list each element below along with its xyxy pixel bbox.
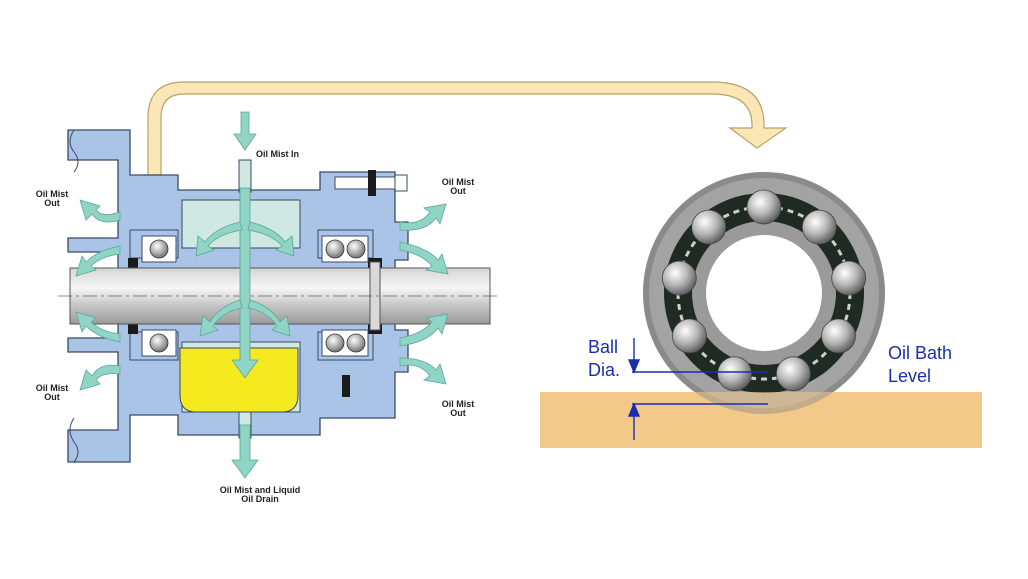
bearing-ball xyxy=(672,318,707,354)
bearing-ball xyxy=(776,356,811,392)
oil-mist-in-label: Oil Mist In xyxy=(256,149,300,159)
oil-mist-out-bottom-right-label: Oil Mist Out xyxy=(441,399,475,419)
ball-dia-label: Ball Dia. xyxy=(588,337,621,381)
bearing-ball xyxy=(831,260,867,296)
ball-bearing xyxy=(643,172,885,414)
bearing-ball xyxy=(691,209,727,245)
oil-mist-out-top-right-label: Oil Mist Out xyxy=(441,177,475,197)
transfer-arrow xyxy=(147,81,788,176)
oil-mist-out-top-left-label: Oil Mist Out xyxy=(35,189,69,209)
oil-bath-overlay xyxy=(653,392,875,414)
oil-bath-level-label: Oil Bath Level xyxy=(888,343,953,387)
oil-drain-label: Oil Mist and Liquid Oil Drain xyxy=(219,485,301,505)
bearing-ball xyxy=(661,260,697,296)
mist-arrows xyxy=(75,111,449,479)
oil-sump xyxy=(179,347,299,413)
shaft xyxy=(58,261,500,331)
bearing-ball xyxy=(821,318,856,354)
oil-mist-out-bottom-left-label: Oil Mist Out xyxy=(35,383,69,403)
bearing-ball xyxy=(717,356,752,392)
bearing-ball xyxy=(746,189,782,225)
ball-dia-dimension xyxy=(627,338,768,440)
bearing-ball xyxy=(801,209,837,245)
housing-bearings xyxy=(141,235,369,357)
